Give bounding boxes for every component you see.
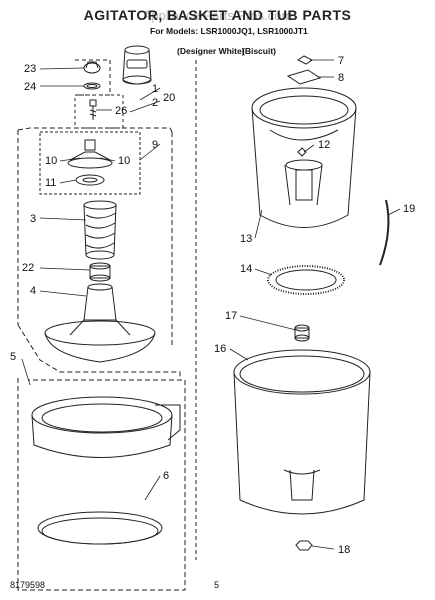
bolt-7 xyxy=(297,55,313,65)
callout-1: 1 xyxy=(152,83,158,95)
outer-tub-16 xyxy=(233,349,371,515)
page-number: 5 xyxy=(214,580,220,590)
callout-19: 19 xyxy=(403,203,415,215)
document-number: 8179598 xyxy=(10,580,46,590)
diagram-title: AGITATOR, BASKET AND TUB PARTS xyxy=(83,7,352,23)
callout-10-left: 10 xyxy=(45,155,57,167)
callout-11: 11 xyxy=(45,177,56,189)
callout-17: 17 xyxy=(225,310,237,322)
callout-6: 6 xyxy=(163,470,169,482)
auger-3 xyxy=(83,200,117,260)
plate-8 xyxy=(286,69,322,85)
drive-ring-14 xyxy=(267,265,345,295)
callout-2: 2 xyxy=(152,97,158,109)
color-biscuit: (Biscuit) xyxy=(242,46,276,56)
agitator-cap xyxy=(122,45,152,85)
callout-14: 14 xyxy=(240,263,252,275)
nut-18 xyxy=(295,540,313,551)
group-box-9 xyxy=(39,131,141,195)
basket-13 xyxy=(251,87,357,228)
agitator-base xyxy=(44,283,156,363)
small-cap-23 xyxy=(83,61,101,74)
group-box-26 xyxy=(74,94,124,129)
models-line: For Models: LSR1000JQ1, LSR1000JT1 xyxy=(150,26,308,36)
callout-7: 7 xyxy=(338,55,344,67)
callout-3: 3 xyxy=(30,213,36,225)
callout-8: 8 xyxy=(338,72,344,84)
callout-10-right: 10 xyxy=(118,155,130,167)
nut-12 xyxy=(297,147,307,157)
callout-24: 24 xyxy=(24,81,36,93)
watermark: Appliance Parts Pros.com xyxy=(142,8,293,23)
color-designer-white: (Designer White) xyxy=(177,46,245,56)
group-box-5 xyxy=(17,378,186,591)
callout-23: 23 xyxy=(24,63,36,75)
callout-16: 16 xyxy=(214,343,226,355)
callout-4: 4 xyxy=(30,285,36,297)
callout-9: 9 xyxy=(152,139,158,151)
hub-17 xyxy=(294,324,310,342)
agitator-dogs-assembly xyxy=(67,139,113,186)
callout-12: 12 xyxy=(318,139,330,151)
callout-18: 18 xyxy=(338,544,350,556)
leader-lines xyxy=(21,59,401,550)
collar-22 xyxy=(89,262,111,282)
seal-24 xyxy=(83,82,101,90)
callout-13: 13 xyxy=(240,233,252,245)
tub-ring-5 xyxy=(31,396,181,458)
callout-20: 20 xyxy=(163,92,175,104)
group-box-20 xyxy=(17,127,181,380)
bolt-26 xyxy=(89,99,97,120)
ring-6 xyxy=(37,511,163,545)
callout-labels: 1 2 3 4 5 6 7 8 9 10 10 11 12 13 14 16 1… xyxy=(10,55,415,556)
group-box-23-24 xyxy=(75,59,111,96)
callout-26: 26 xyxy=(115,105,127,117)
strap-19 xyxy=(379,199,390,266)
callout-22: 22 xyxy=(22,262,34,274)
callout-5: 5 xyxy=(10,351,16,363)
